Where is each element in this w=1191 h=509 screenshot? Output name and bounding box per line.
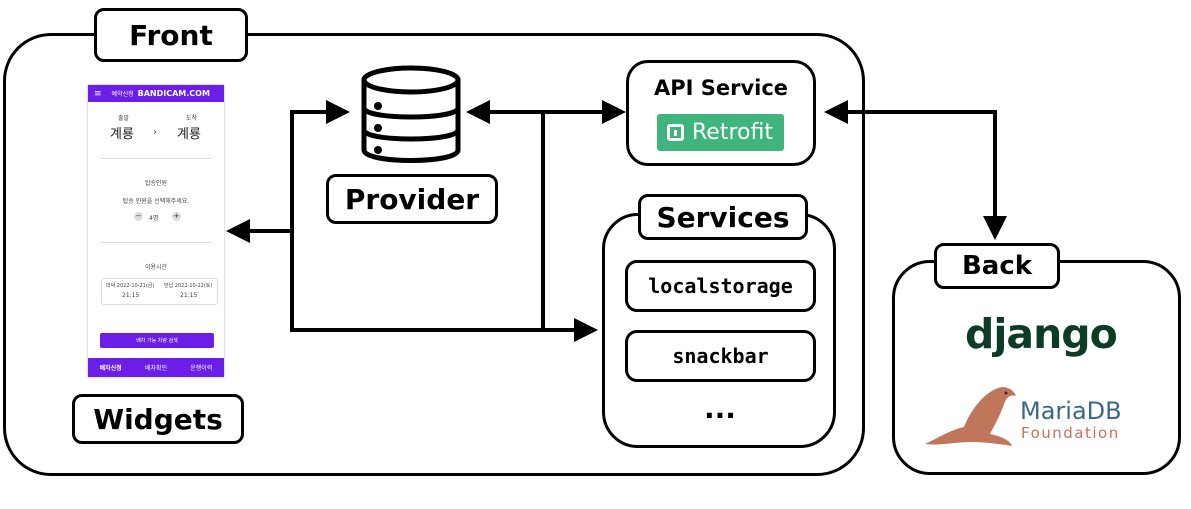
provider-label: Provider xyxy=(326,174,498,224)
mariadb-seal-icon xyxy=(925,387,1016,446)
time-label: 이용시간 xyxy=(144,264,168,271)
route-arrow: › xyxy=(153,127,157,138)
departure-label: 출발 xyxy=(118,115,130,122)
depart-date: 대덕 2022-10-21(금) xyxy=(106,283,155,289)
passenger-count: 4명 xyxy=(149,215,159,222)
passengers-label: 탑승인원 xyxy=(144,180,168,187)
localstorage-box: localstorage xyxy=(625,260,816,312)
snackbar-box: snackbar xyxy=(625,330,816,382)
widgets-label: Widgets xyxy=(72,394,244,444)
database-icon xyxy=(361,65,461,163)
retrofit-logo: Retrofit xyxy=(657,114,784,151)
watermark: BANDICAM.COM xyxy=(137,89,210,98)
search-button: 배차 가능 차량 검색 xyxy=(100,333,214,348)
passengers-hint: 탑승 인원을 선택해주세요. xyxy=(122,198,190,205)
menu-icon: ≡ xyxy=(94,88,102,99)
nav-item: 운행이력 xyxy=(190,365,213,372)
services-label: Services xyxy=(638,194,808,240)
nav-item: 배차확인 xyxy=(144,365,168,372)
arrival-value: 계룡 xyxy=(177,127,201,142)
divider xyxy=(100,242,212,243)
app-screenshot: ≡ 예약신청 BANDICAM.COM 출발 계룡 › 도착 계룡 탑승인원 탑… xyxy=(88,85,224,377)
more-ellipsis: ... xyxy=(704,392,736,425)
retrofit-label: Retrofit xyxy=(692,120,773,145)
back-label: Back xyxy=(934,243,1060,289)
api-service-label: API Service xyxy=(653,76,789,100)
mariadb-label: MariaDB xyxy=(1020,397,1122,425)
front-label: Front xyxy=(94,8,248,62)
bottom-nav: 배차신청 배차확인 운행이력 xyxy=(88,358,224,377)
foundation-label: Foundation xyxy=(1021,424,1120,442)
app-title: 예약신청 xyxy=(111,91,134,98)
nav-item: 배차신청 xyxy=(99,365,122,372)
app-bar: ≡ 예약신청 BANDICAM.COM xyxy=(88,85,224,102)
retrofit-icon xyxy=(667,124,684,141)
divider xyxy=(100,158,212,159)
django-logo: django xyxy=(965,310,1118,358)
departure-value: 계룡 xyxy=(110,127,134,142)
plus-button: + xyxy=(172,212,181,221)
minus-button: − xyxy=(134,212,143,221)
return-date: 반납 2022-10-22(토) xyxy=(164,283,213,289)
time-card: 대덕 2022-10-21(금) 반납 2022-10-22(토) 21:15 … xyxy=(101,278,218,305)
arrival-label: 도착 xyxy=(186,115,198,122)
depart-time: 21:15 xyxy=(122,292,140,299)
return-time: 21:15 xyxy=(180,292,198,299)
